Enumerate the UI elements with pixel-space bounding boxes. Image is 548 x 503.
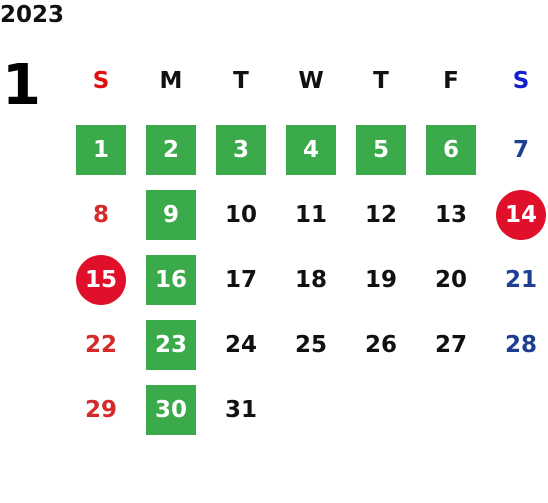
day-cell-11: 11 <box>294 202 327 228</box>
day-cell-5: 5 <box>356 125 406 175</box>
day-cell-29: 29 <box>84 397 117 423</box>
day-cell-2: 2 <box>146 125 196 175</box>
day-cell-8: 8 <box>92 202 109 228</box>
day-cell-10: 10 <box>224 202 257 228</box>
day-cell-24: 24 <box>224 332 257 358</box>
year-label: 2023 <box>0 2 65 28</box>
day-cell-4: 4 <box>286 125 336 175</box>
day-cell-22: 22 <box>84 332 117 358</box>
day-cell-7: 7 <box>512 137 529 163</box>
day-cell-17: 17 <box>224 267 257 293</box>
day-cell-20: 20 <box>434 267 467 293</box>
day-cell-12: 12 <box>364 202 397 228</box>
weekday-header: M <box>159 68 183 94</box>
day-cell-13: 13 <box>434 202 467 228</box>
weekday-header: W <box>298 68 324 94</box>
day-cell-9: 9 <box>146 190 196 240</box>
weekday-header: S <box>92 68 110 94</box>
day-cell-26: 26 <box>364 332 397 358</box>
day-cell-16: 16 <box>146 255 196 305</box>
day-cell-1: 1 <box>76 125 126 175</box>
day-cell-28: 28 <box>504 332 537 358</box>
weekday-header: F <box>443 68 459 94</box>
day-cell-6: 6 <box>426 125 476 175</box>
day-cell-15: 15 <box>76 255 126 305</box>
day-cell-30: 30 <box>146 385 196 435</box>
day-cell-3: 3 <box>216 125 266 175</box>
day-cell-21: 21 <box>504 267 537 293</box>
weekday-header: T <box>233 68 249 94</box>
day-cell-18: 18 <box>294 267 327 293</box>
day-cell-31: 31 <box>224 397 257 423</box>
day-cell-27: 27 <box>434 332 467 358</box>
month-number: 1 <box>2 53 41 118</box>
day-cell-14: 14 <box>496 190 546 240</box>
day-cell-23: 23 <box>146 320 196 370</box>
weekday-header: T <box>373 68 389 94</box>
day-cell-25: 25 <box>294 332 327 358</box>
weekday-header: S <box>512 68 530 94</box>
day-cell-19: 19 <box>364 267 397 293</box>
